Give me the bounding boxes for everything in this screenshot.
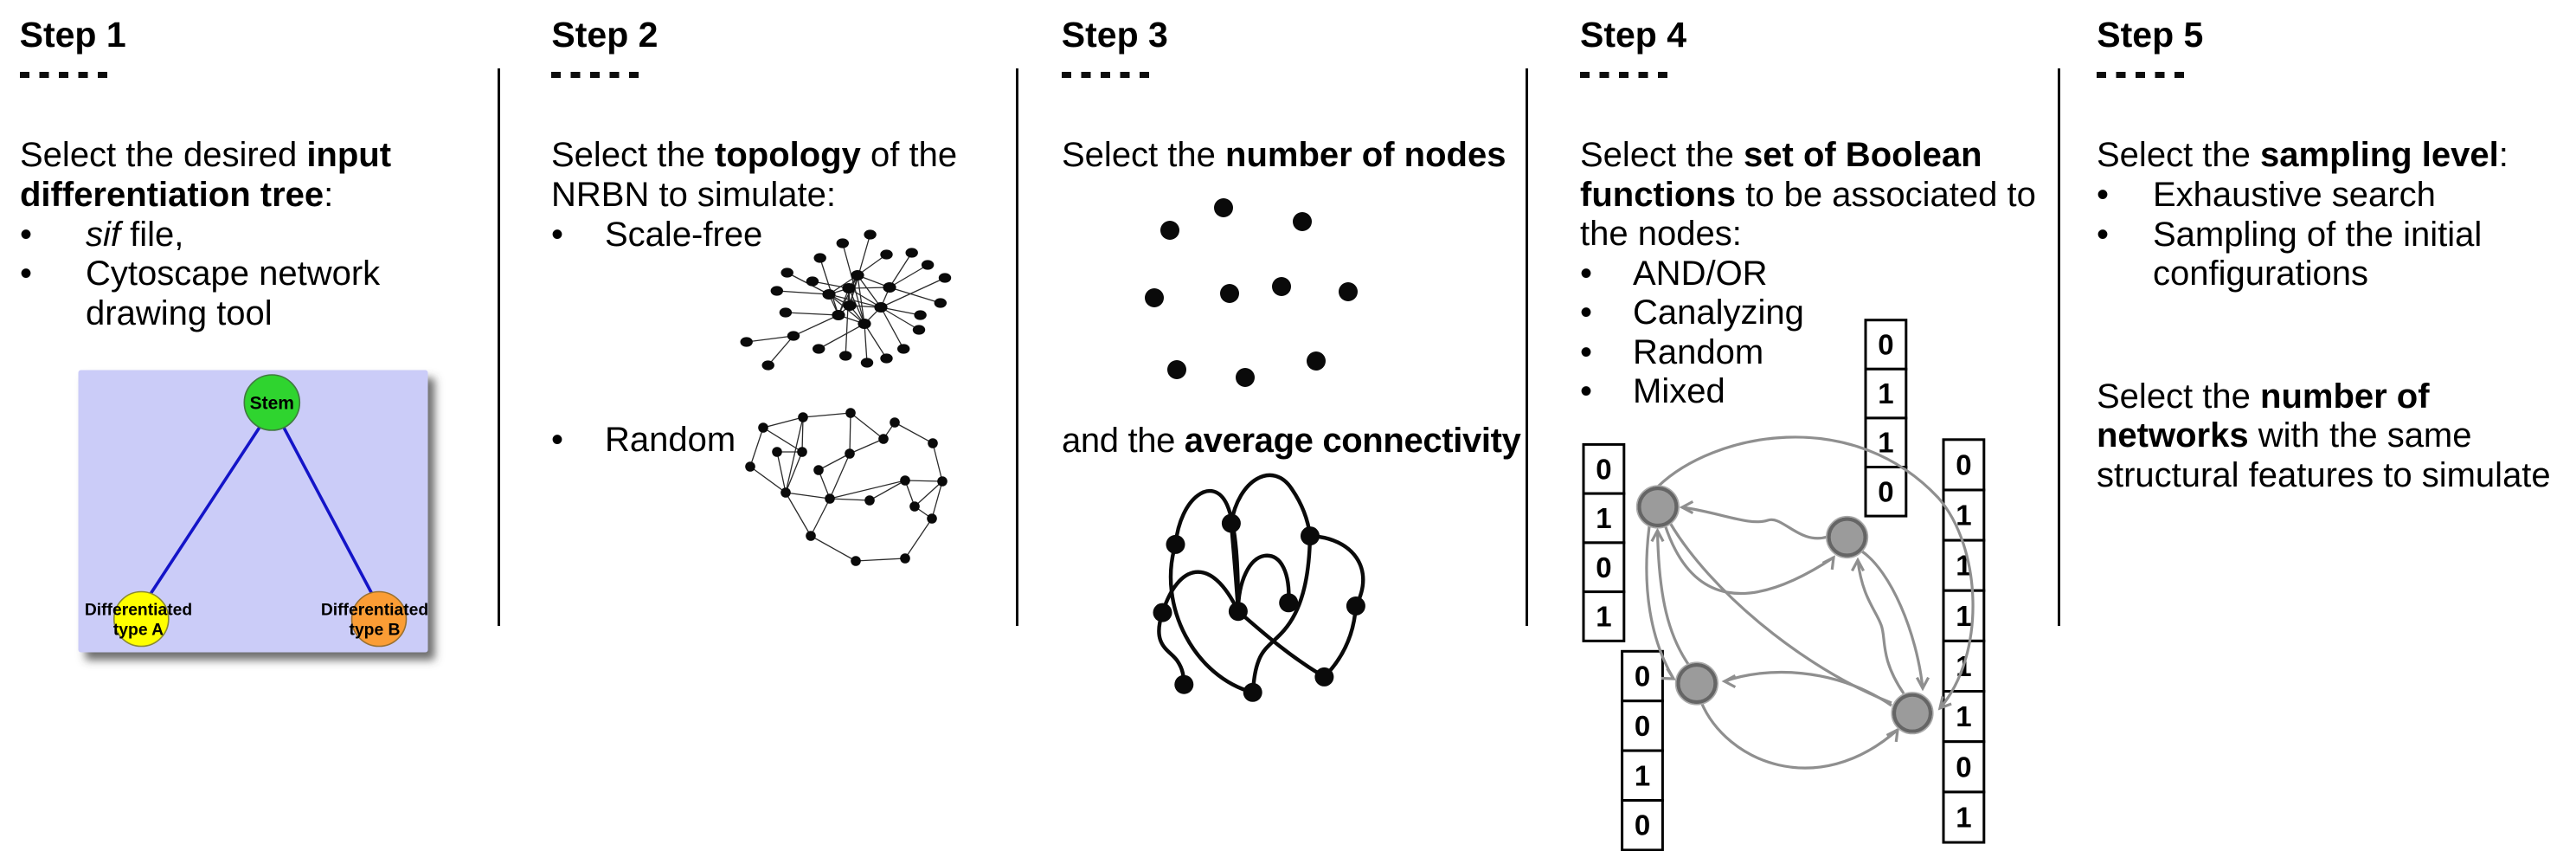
svg-text:1: 1 — [1878, 427, 1893, 459]
svg-text:1: 1 — [1956, 600, 1971, 632]
svg-text:0: 0 — [1596, 453, 1611, 485]
svg-text:0: 0 — [1635, 661, 1650, 693]
svg-text:Differentiated: Differentiated — [85, 602, 192, 620]
svg-text:1: 1 — [1596, 601, 1611, 633]
svg-text:0: 0 — [1596, 551, 1611, 583]
svg-text:1: 1 — [1956, 801, 1971, 833]
svg-text:1: 1 — [1635, 759, 1650, 791]
svg-text:1: 1 — [1956, 700, 1971, 732]
svg-text:0: 0 — [1878, 329, 1893, 361]
svg-text:0: 0 — [1956, 448, 1971, 480]
svg-text:1: 1 — [1878, 377, 1893, 409]
svg-text:Differentiated: Differentiated — [321, 602, 428, 620]
svg-text:Stem: Stem — [250, 394, 294, 414]
svg-text:0: 0 — [1635, 809, 1650, 841]
svg-text:type B: type B — [350, 622, 401, 640]
svg-text:0: 0 — [1635, 710, 1650, 742]
svg-text:type A: type A — [113, 622, 164, 640]
svg-text:0: 0 — [1878, 475, 1893, 507]
svg-text:1: 1 — [1596, 502, 1611, 534]
svg-text:1: 1 — [1956, 500, 1971, 532]
svg-text:0: 0 — [1956, 751, 1971, 783]
